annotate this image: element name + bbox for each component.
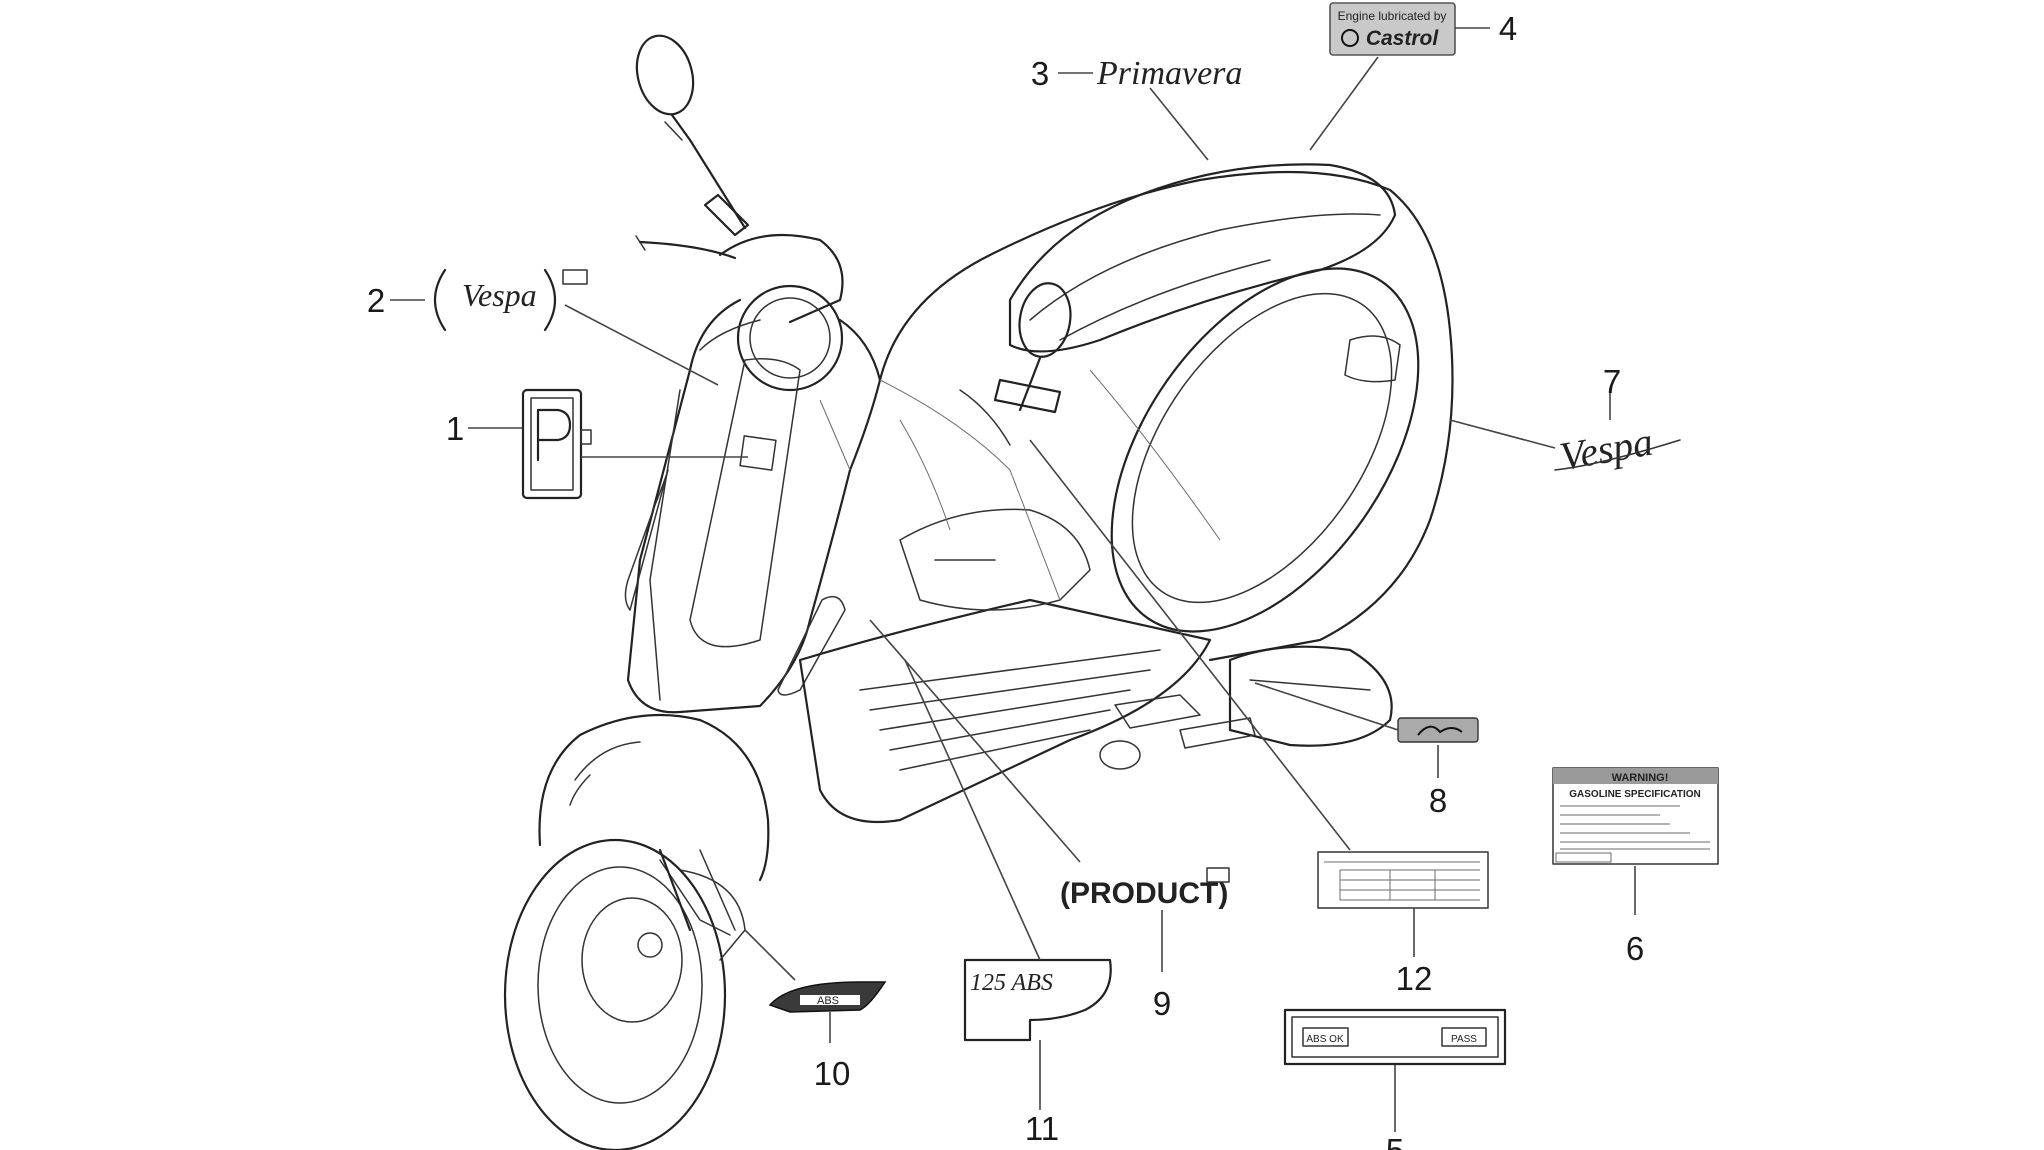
spec-table-label: [1317, 851, 1489, 909]
svg-text:WARNING!: WARNING!: [1612, 772, 1669, 784]
callout-numbers: 1 2 3 4 5 6 7 8 9 10 11 12: [367, 10, 1644, 1150]
castrol-badge-decal: Engine lubricated by Castrol: [1329, 2, 1456, 56]
svg-text:ABS: ABS: [817, 995, 839, 1007]
svg-text:ABS OK: ABS OK: [1306, 1034, 1344, 1045]
piaggio-badge-decal: [521, 388, 592, 500]
svg-text:Vespa: Vespa: [1556, 419, 1656, 480]
vespa-script-decal: Vespa: [1554, 419, 1681, 480]
callout-11: 11: [1025, 1110, 1059, 1147]
vespa-red-logo-decal: Vespa: [434, 268, 588, 332]
product-red-decal: (PRODUCT): [1060, 867, 1230, 910]
callout-10: 10: [814, 1055, 851, 1092]
svg-text:PASS: PASS: [1451, 1034, 1477, 1045]
callout-12: 12: [1396, 960, 1433, 997]
svg-text:125 ABS: 125 ABS: [970, 970, 1053, 996]
callout-8: 8: [1429, 782, 1447, 819]
svg-text:Vespa: Vespa: [462, 277, 537, 313]
abs-badge-decal: ABS: [768, 981, 887, 1013]
svg-text:Castrol: Castrol: [1366, 27, 1440, 50]
callout-1: 1: [446, 410, 464, 447]
callout-3: 3: [1031, 55, 1049, 92]
callout-4: 4: [1499, 10, 1517, 47]
gasoline-warning-label: WARNING! GASOLINE SPECIFICATION: [1552, 767, 1719, 865]
leader-lines: [390, 27, 1636, 1132]
primavera-decal: Primavera: [1096, 55, 1242, 92]
abs-ok-pass-label: ABS OK PASS: [1283, 1008, 1507, 1066]
callout-7: 7: [1603, 363, 1621, 400]
svg-text:Primavera: Primavera: [1096, 55, 1242, 92]
callout-6: 6: [1626, 930, 1644, 967]
callout-9: 9: [1153, 985, 1171, 1022]
svg-text:GASOLINE SPECIFICATION: GASOLINE SPECIFICATION: [1569, 789, 1701, 800]
svg-text:Engine lubricated by: Engine lubricated by: [1338, 9, 1447, 23]
abs-125-panel-decal: 125 ABS: [963, 958, 1112, 1042]
scooter-drawing: [503, 34, 1454, 1150]
svg-text:(PRODUCT): (PRODUCT): [1060, 877, 1228, 910]
callout-5: 5: [1386, 1132, 1404, 1150]
model-badge-decal: [1397, 717, 1479, 743]
callout-2: 2: [367, 282, 385, 319]
